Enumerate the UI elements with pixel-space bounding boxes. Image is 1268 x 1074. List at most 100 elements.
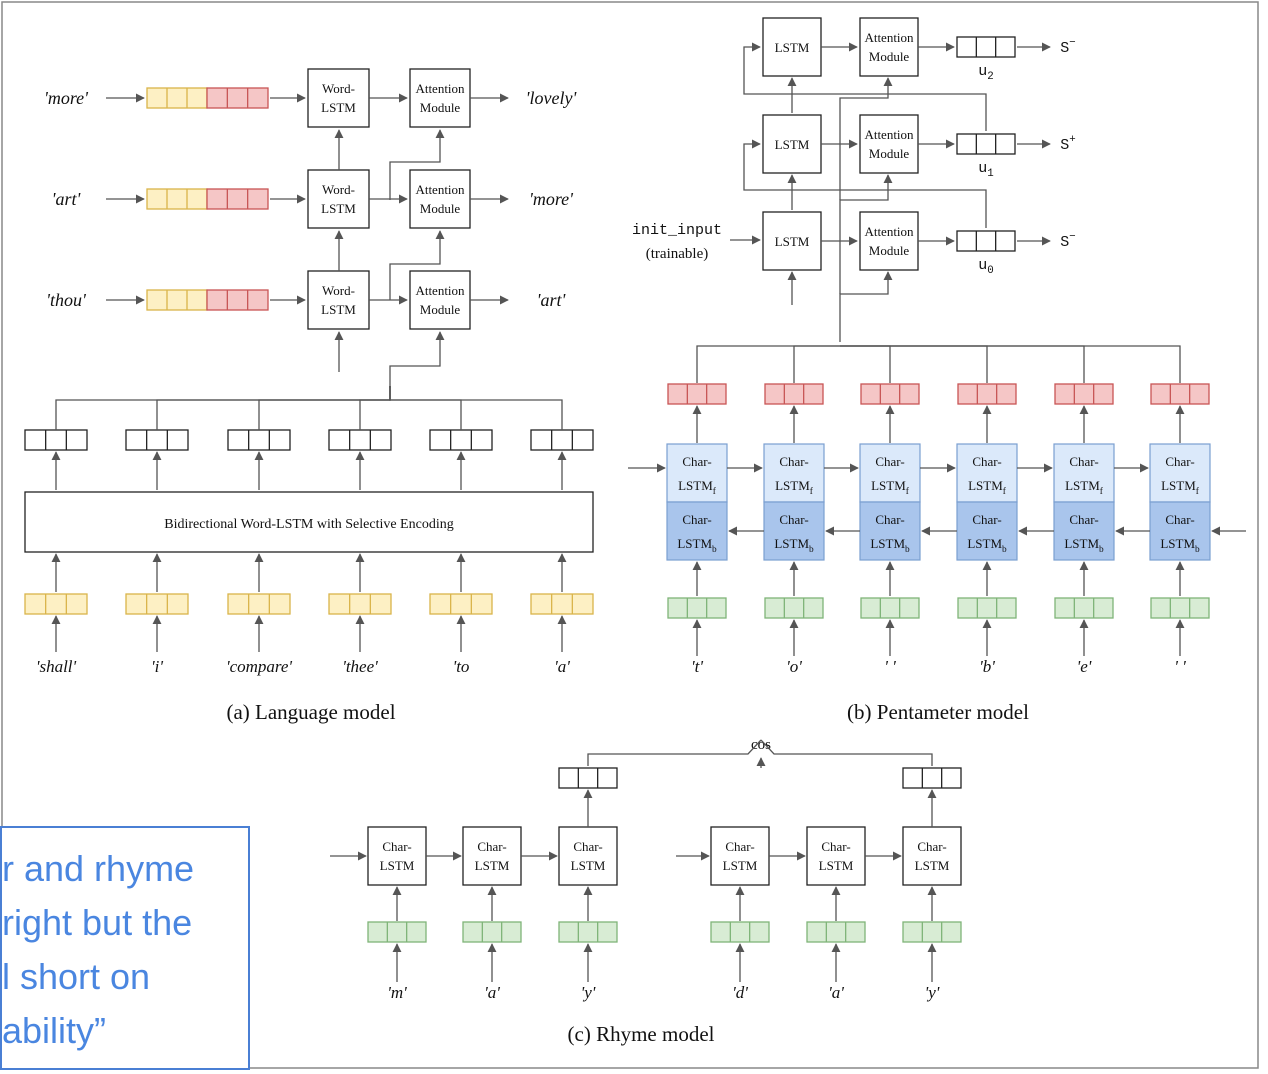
module-label-top: Attention bbox=[864, 127, 914, 142]
merge-line bbox=[359, 386, 391, 430]
input-char: ' ' bbox=[1174, 657, 1186, 676]
input-word-label: 'thou' bbox=[46, 290, 87, 310]
module-label-top: Char- bbox=[917, 839, 946, 854]
char-lstm-backward bbox=[1149, 501, 1211, 561]
module-frame bbox=[762, 211, 822, 271]
caption-language-model: (a) Language model bbox=[226, 700, 395, 724]
output-word-label: 'lovely' bbox=[526, 88, 578, 108]
vector-frame bbox=[1150, 383, 1210, 405]
rhyme-input-char: 'y' bbox=[581, 983, 596, 1002]
vector-frame bbox=[558, 921, 618, 943]
module-label-top: Attention bbox=[415, 81, 465, 96]
char-lstm-forward-label-bottom: LSTMf bbox=[775, 478, 814, 497]
vector-frame bbox=[328, 429, 392, 451]
word-lstm-box: Word- LSTM bbox=[307, 169, 370, 229]
char-lstm-forward bbox=[956, 443, 1018, 503]
rhyme-char-lstm-box: Char-LSTM bbox=[558, 826, 618, 886]
module-label-bottom: LSTM bbox=[571, 858, 606, 873]
module-label-top: Attention bbox=[864, 224, 914, 239]
rhyme-input-char: 'm' bbox=[387, 983, 407, 1002]
vector-frame bbox=[667, 597, 727, 619]
char-encoding-output bbox=[764, 383, 824, 405]
module-label-bottom: LSTM bbox=[475, 858, 510, 873]
char-encoding-output bbox=[957, 383, 1017, 405]
char-lstm-backward bbox=[763, 501, 825, 561]
char-lstm-backward bbox=[666, 501, 728, 561]
module-frame bbox=[902, 826, 962, 886]
module-label-top: Word- bbox=[322, 81, 355, 96]
rhyme-model-panel: cosChar-LSTM'm'Char-LSTM'a'Char-LSTM'y'C… bbox=[330, 737, 962, 1046]
input-word: 'a' bbox=[554, 657, 570, 676]
vector-frame bbox=[24, 593, 88, 615]
merge-line bbox=[696, 345, 840, 383]
module-frame bbox=[307, 270, 370, 330]
attention-feed bbox=[839, 77, 893, 200]
input-word: 'to bbox=[453, 657, 470, 676]
char-lstm-forward-label-bottom: LSTMf bbox=[1065, 478, 1104, 497]
vector-frame bbox=[206, 87, 269, 109]
input-char: 'e' bbox=[1077, 657, 1092, 676]
vector-frame bbox=[328, 593, 392, 615]
module-frame bbox=[859, 17, 919, 77]
s-label: S+ bbox=[1060, 134, 1076, 154]
char-lstm-backward-label-top: Char- bbox=[1069, 512, 1098, 527]
vector-frame bbox=[206, 188, 269, 210]
vector-frame bbox=[667, 383, 727, 405]
merge-line bbox=[156, 386, 391, 430]
module-frame bbox=[558, 826, 618, 886]
module-label-bottom: LSTM bbox=[321, 201, 356, 216]
attention-feed bbox=[389, 331, 445, 388]
module-label-top: Word- bbox=[322, 182, 355, 197]
vector-frame bbox=[146, 289, 208, 311]
vector-frame bbox=[764, 597, 824, 619]
module-label-top: Char- bbox=[725, 839, 754, 854]
input-word-label: 'art' bbox=[52, 189, 82, 209]
char-lstm-forward-label-bottom: LSTMf bbox=[871, 478, 910, 497]
input-char: 't' bbox=[691, 657, 703, 676]
encoder-output-vector bbox=[328, 429, 392, 451]
module-label-bottom: LSTM bbox=[819, 858, 854, 873]
input-embedding bbox=[429, 593, 493, 615]
init-input-label: init_input bbox=[632, 222, 722, 239]
input-char: ' ' bbox=[884, 657, 896, 676]
attention-feed bbox=[839, 174, 893, 294]
char-lstm-backward-label-top: Char- bbox=[875, 512, 904, 527]
merge-line bbox=[389, 386, 462, 430]
rhyme-char-embedding bbox=[558, 921, 618, 943]
vector-frame bbox=[860, 383, 920, 405]
lstm-box: LSTM bbox=[762, 211, 822, 271]
attention-feed bbox=[839, 271, 893, 342]
lstm-box: LSTM bbox=[762, 114, 822, 174]
module-frame bbox=[367, 826, 427, 886]
module-frame bbox=[409, 270, 471, 330]
module-label-top: Char- bbox=[821, 839, 850, 854]
input-word: 'i' bbox=[151, 657, 163, 676]
rhyme-char-embedding bbox=[462, 921, 522, 943]
module-label-bottom: LSTM bbox=[380, 858, 415, 873]
module-label-top: Char- bbox=[382, 839, 411, 854]
callout-line: r and rhyme bbox=[2, 848, 195, 889]
vector-frame bbox=[146, 87, 208, 109]
module-label-bottom: Module bbox=[420, 100, 461, 115]
vector-frame bbox=[710, 921, 770, 943]
char-lstm-backward bbox=[1053, 501, 1115, 561]
rhyme-char-lstm-box: Char-LSTM bbox=[710, 826, 770, 886]
rhyme-char-lstm-box: Char- LSTM bbox=[367, 826, 427, 886]
u-label: u0 bbox=[978, 257, 994, 277]
vector-frame bbox=[956, 230, 1016, 252]
u-feedback-loop bbox=[743, 139, 987, 228]
module-label-top: Char- bbox=[477, 839, 506, 854]
vector-frame bbox=[957, 597, 1017, 619]
module-label-top: Attention bbox=[415, 283, 465, 298]
module-label-bottom: Module bbox=[420, 201, 461, 216]
s-label: S− bbox=[1060, 37, 1076, 57]
attention-feed bbox=[389, 129, 445, 200]
char-embedding bbox=[957, 597, 1017, 619]
char-encoding-output bbox=[860, 383, 920, 405]
char-lstm-forward-label-top: Char- bbox=[1165, 454, 1194, 469]
char-lstm-backward-label-bottom: LSTMb bbox=[967, 536, 1007, 555]
